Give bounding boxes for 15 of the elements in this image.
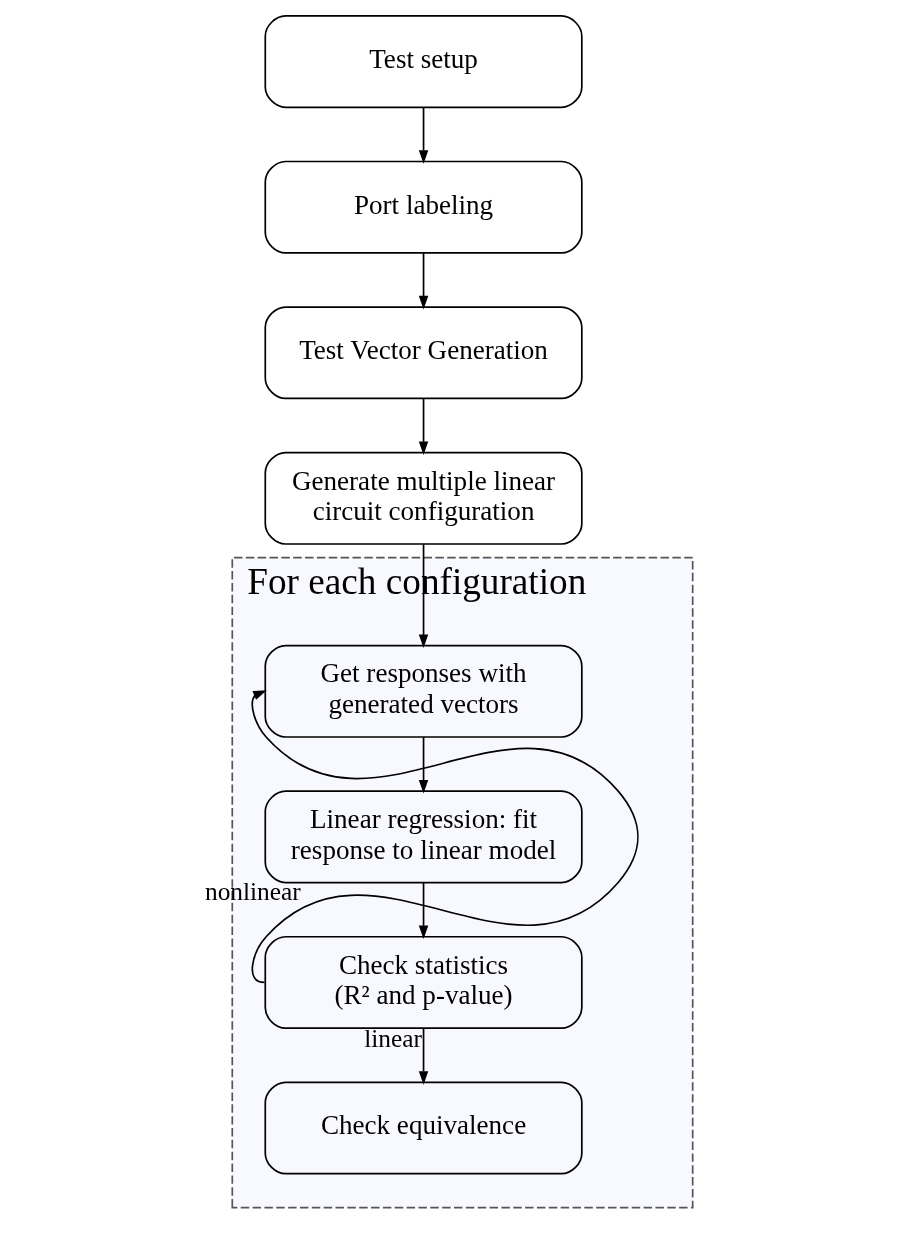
node-box: Check equivalence xyxy=(263,1081,583,1175)
node-box: Generate multiple linear circuit configuration xyxy=(263,451,583,545)
node-box: Test Vector Generation xyxy=(263,306,583,400)
arrow xyxy=(418,106,428,164)
node-box: Get responses with generated vectors xyxy=(263,644,583,738)
node-box: Port labeling xyxy=(263,160,583,254)
arrow xyxy=(418,736,428,794)
arrow xyxy=(418,881,428,940)
node-box: Test setup xyxy=(263,15,583,109)
arrow xyxy=(250,690,639,984)
arrow xyxy=(418,252,428,310)
node-box: Check statistics (R² and p-value) xyxy=(263,935,583,1029)
arrow xyxy=(418,1027,428,1085)
arrow xyxy=(418,397,428,455)
node-box: Linear regression: fit response to linear model xyxy=(263,790,583,884)
